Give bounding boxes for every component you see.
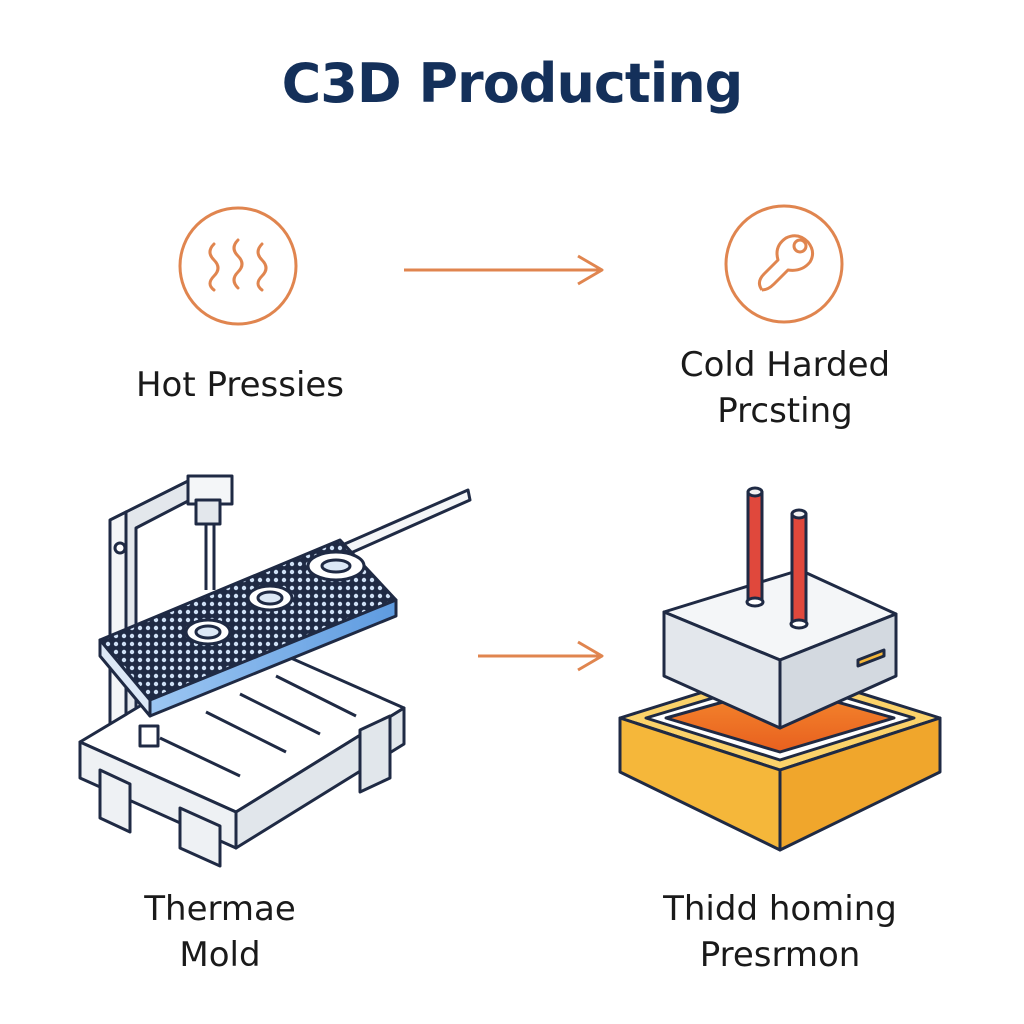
thermal-press-illustration	[78, 474, 472, 868]
step-label-line: Prcsting	[717, 391, 853, 431]
mold-press-illustration	[618, 486, 942, 852]
step-label-line: Thermae	[144, 889, 296, 929]
step-label-cold-hardening: Cold Harded Prcsting	[630, 342, 940, 434]
step-label-line: Cold Harded	[679, 345, 891, 385]
step-label-hot-pressing: Hot Pressies	[90, 362, 390, 408]
arrow-right-icon	[478, 640, 604, 672]
arrow-right-icon	[404, 254, 604, 286]
step-label-line: Presrmon	[699, 935, 861, 975]
step-label-line: Mold	[179, 935, 261, 975]
step-label-third-homing: Thidd homing Presrmon	[620, 886, 940, 978]
step-label-line: Hot Pressies	[135, 365, 345, 405]
step-label-line: Thidd homing	[663, 889, 897, 929]
heat-waves-icon	[178, 206, 298, 326]
page-title: C3D Producting	[281, 52, 744, 115]
step-label-thermal-mold: Thermae Mold	[95, 886, 345, 978]
wrench-icon	[724, 204, 844, 324]
